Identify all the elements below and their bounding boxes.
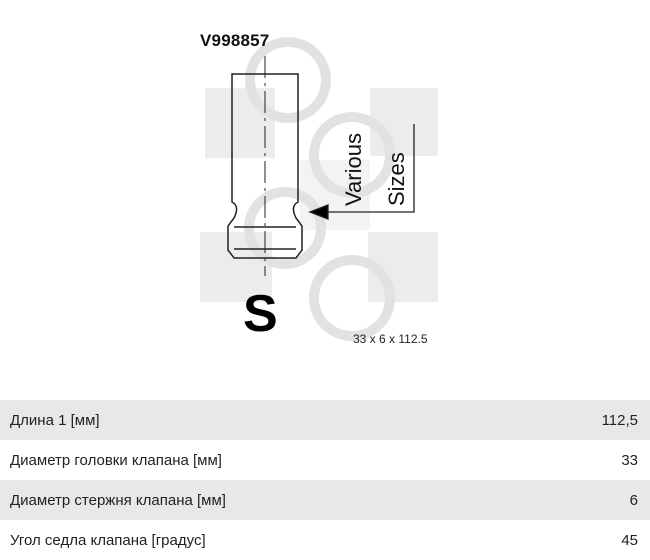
valve-diagram — [200, 37, 438, 341]
dimensions-label: 33 x 6 x 112.5 — [353, 332, 428, 346]
spec-label: Диаметр головки клапана [мм] — [10, 451, 222, 469]
various-label: Various — [341, 133, 366, 206]
spec-row-stem-diameter: Диаметр стержня клапана [мм] 6 — [0, 480, 650, 520]
spec-row-head-diameter: Диаметр головки клапана [мм] 33 — [0, 440, 650, 480]
type-letter: S — [243, 285, 278, 343]
sizes-label: Sizes — [384, 152, 409, 206]
leader-arrow — [308, 124, 415, 220]
spec-label: Длина 1 [мм] — [10, 411, 100, 429]
specs-table: Длина 1 [мм] 112,5 Диаметр головки клапа… — [0, 400, 650, 560]
spec-row-length: Длина 1 [мм] 112,5 — [0, 400, 650, 440]
spec-value: 6 — [629, 491, 638, 509]
spec-label: Угол седла клапана [градус] — [10, 531, 206, 549]
watermark-rings — [244, 37, 395, 341]
watermark-logo — [200, 88, 438, 302]
valve-drawing: V998857 Various Sizes S 33 x 6 x 112.5 — [200, 31, 438, 346]
spec-label: Диаметр стержня клапана [мм] — [10, 491, 226, 509]
spec-value: 45 — [621, 531, 638, 549]
spec-row-seat-angle: Угол седла клапана [градус] 45 — [0, 520, 650, 560]
spec-value: 33 — [621, 451, 638, 469]
spec-value: 112,5 — [601, 411, 638, 429]
part-number: V998857 — [200, 31, 270, 50]
